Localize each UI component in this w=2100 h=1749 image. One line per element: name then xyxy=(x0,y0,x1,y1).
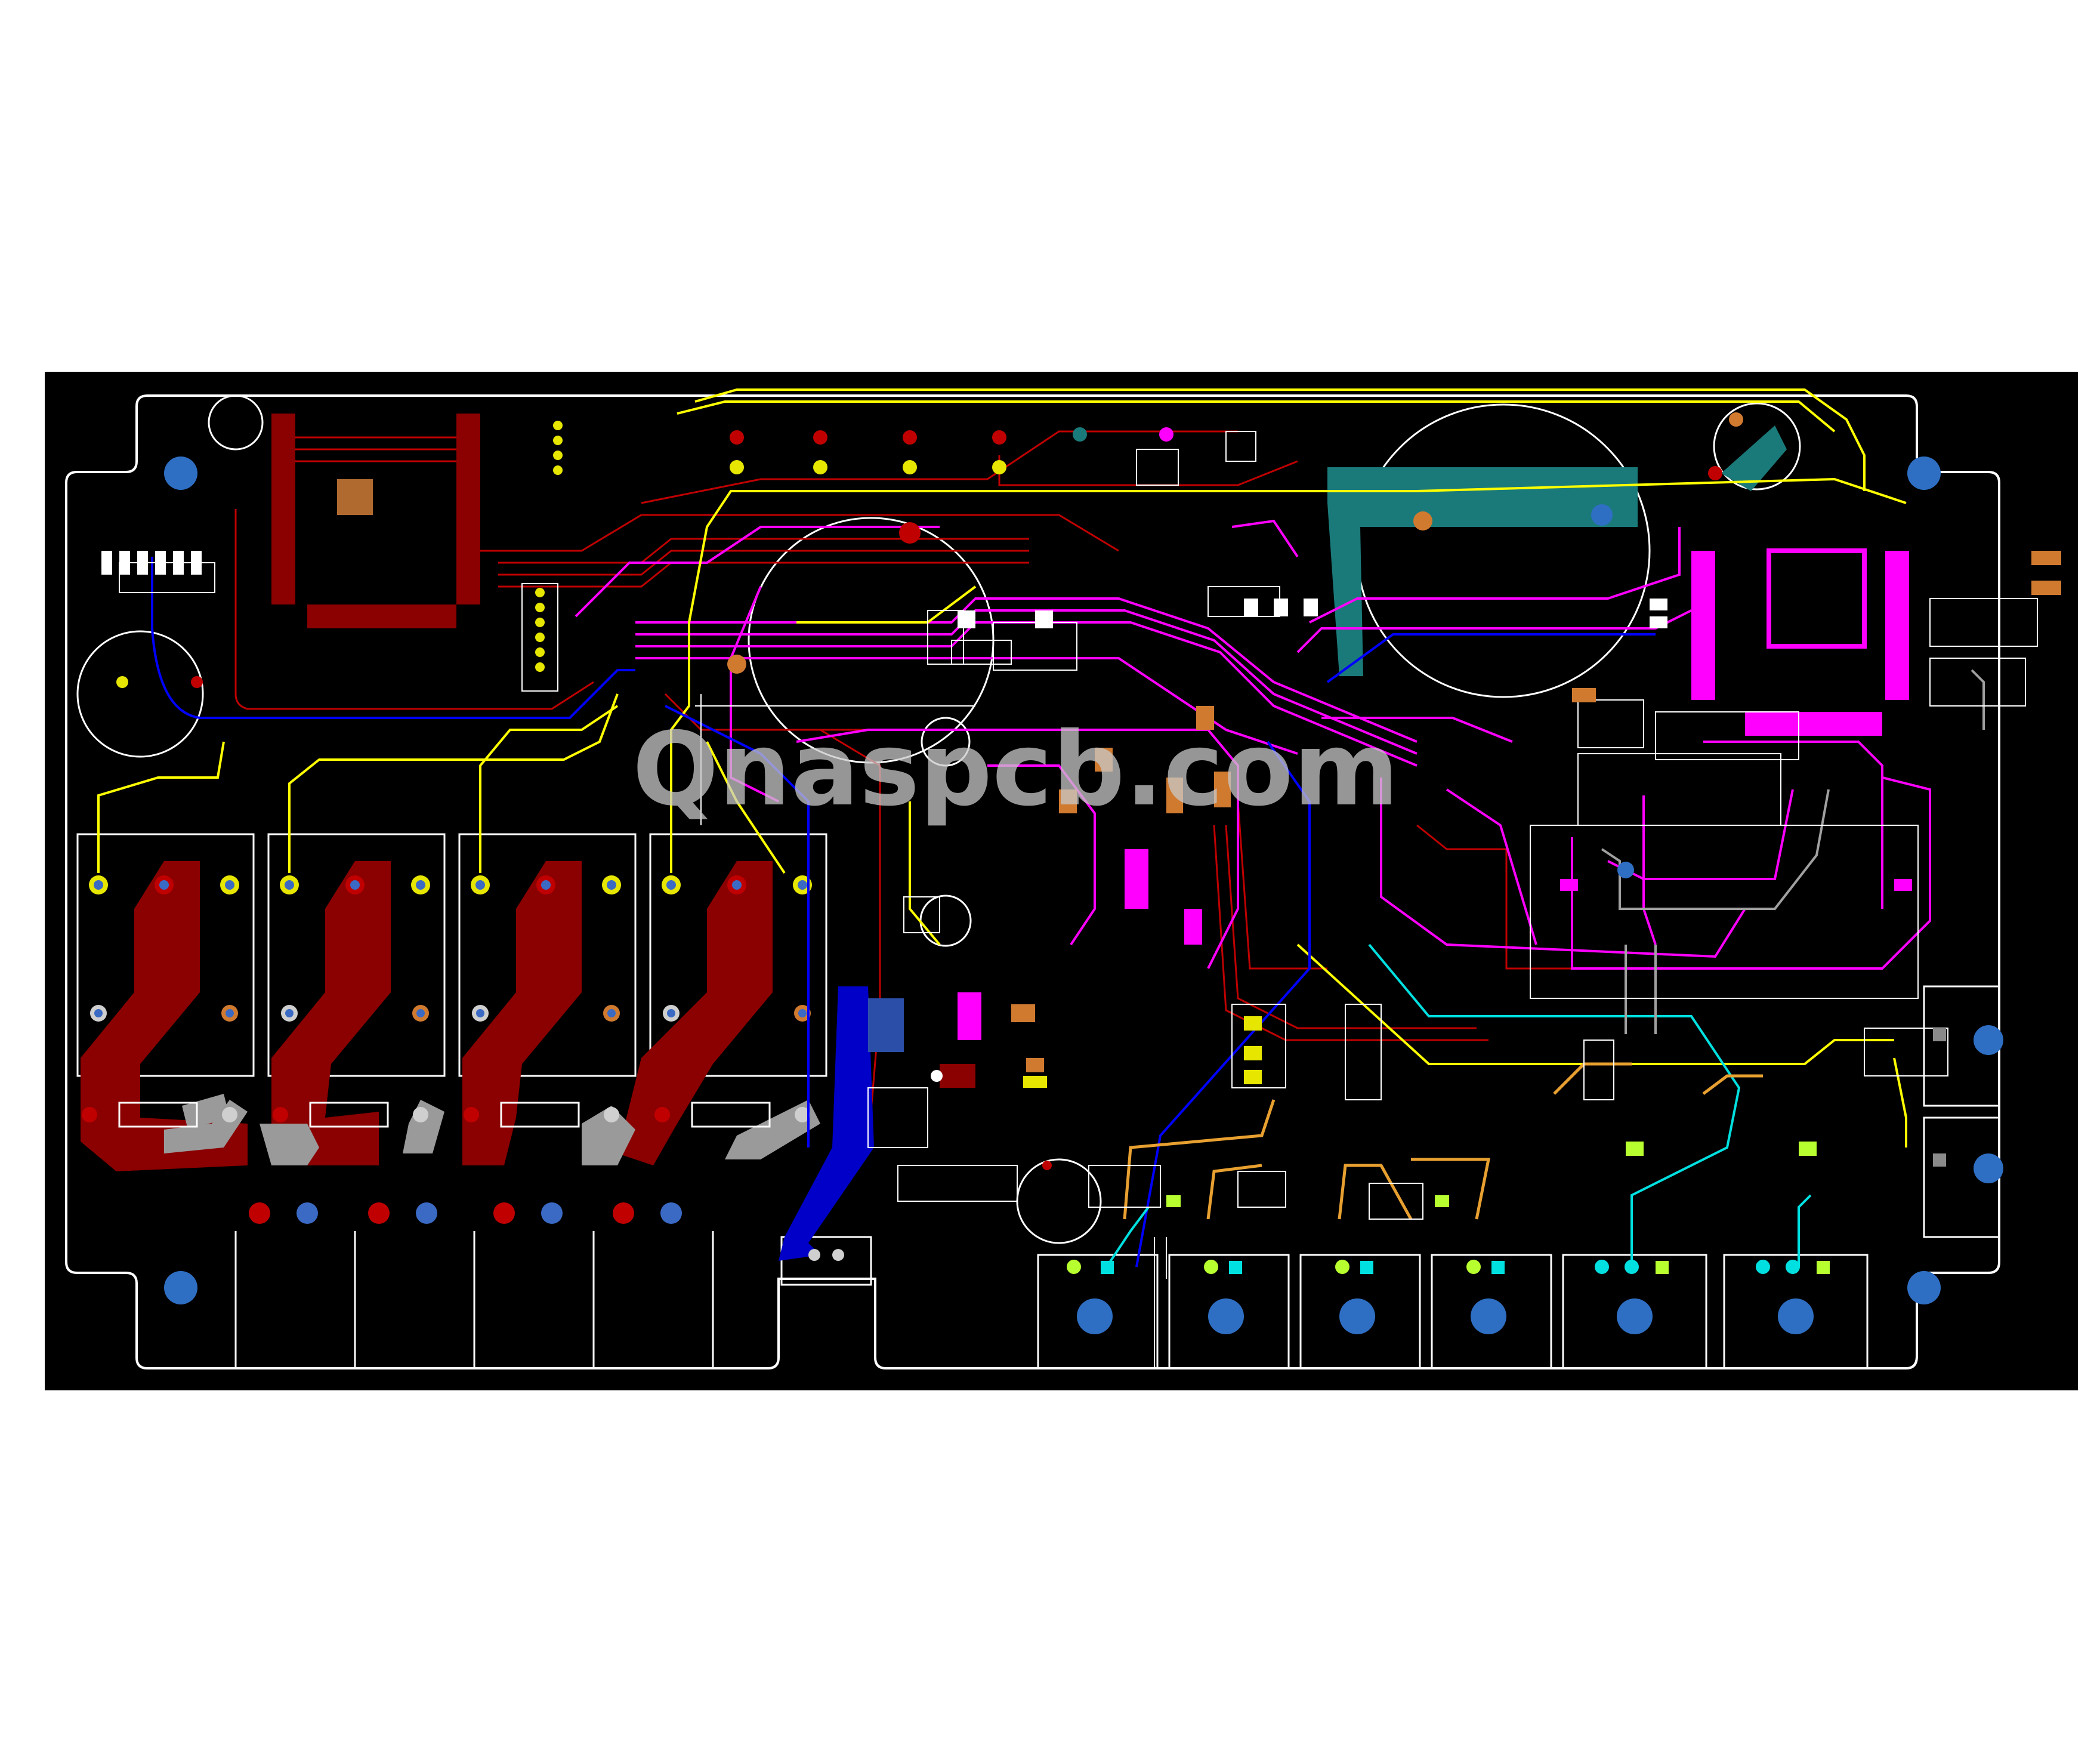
relay-pads xyxy=(89,875,812,1022)
red-traces xyxy=(234,430,1596,1148)
ic-chip-icon xyxy=(337,479,373,515)
resistor-icon xyxy=(691,1102,771,1128)
mounting-hole-icon xyxy=(1208,1298,1244,1334)
smd-pads xyxy=(101,551,2061,1207)
connector-icon xyxy=(1723,1254,1869,1369)
mounting-hole-icon xyxy=(164,1271,197,1304)
connector-icon xyxy=(1168,1254,1290,1369)
mcu-module xyxy=(271,414,480,628)
relay-icon xyxy=(76,833,255,1077)
cyan-traces xyxy=(1105,943,1812,1268)
yellow-traces xyxy=(97,388,1907,1148)
teal-copper-pour xyxy=(1327,467,1638,676)
relay-copper xyxy=(81,861,773,1171)
small-circle-outline xyxy=(921,717,971,767)
large-circle-outline xyxy=(1356,403,1651,698)
connector-icon xyxy=(1299,1254,1421,1369)
gray-traces xyxy=(1601,669,1985,1034)
teal-copper-pour xyxy=(1721,425,1787,491)
connector-icon xyxy=(1037,1254,1159,1369)
header-connector xyxy=(521,421,563,692)
relay-icon xyxy=(267,833,446,1077)
relay-icon xyxy=(458,833,637,1077)
mounting-hole-icon xyxy=(1974,1153,2003,1183)
connector-pads xyxy=(808,1028,1946,1274)
magenta-parts xyxy=(958,548,1909,1040)
mounting-holes xyxy=(164,456,2003,1334)
blue-block xyxy=(868,998,904,1052)
magenta-traces xyxy=(575,519,1931,970)
small-circle-outline xyxy=(208,394,264,451)
small-circle-outline xyxy=(76,630,204,758)
resistor-pads xyxy=(82,1107,810,1224)
pcb-drawing: Qnaspcb.com xyxy=(65,388,2061,1369)
mounting-hole-icon xyxy=(1907,456,1941,490)
ic-chip-icon xyxy=(1767,548,1867,649)
mounting-hole-icon xyxy=(1778,1298,1814,1334)
board-outline xyxy=(65,394,2000,1369)
resistor-icon xyxy=(500,1102,580,1128)
mounting-hole-icon xyxy=(1907,1271,1941,1304)
connector-icon xyxy=(1562,1254,1707,1369)
resistor-icon xyxy=(118,1102,198,1128)
mounting-hole-icon xyxy=(1077,1298,1113,1334)
resistor-icon xyxy=(309,1102,389,1128)
watermark: Qnaspcb.com xyxy=(632,711,1399,829)
connector-icon xyxy=(1431,1254,1552,1369)
mounting-hole-icon xyxy=(1974,1025,2003,1055)
resistor-row xyxy=(118,1102,771,1128)
small-circle-outline xyxy=(1713,402,1801,491)
mounting-hole-icon xyxy=(164,456,197,490)
mounting-hole-icon xyxy=(1471,1298,1506,1334)
connector-icon xyxy=(780,1236,872,1286)
mounting-hole-icon xyxy=(1339,1298,1375,1334)
blue-power-pour xyxy=(779,986,874,1261)
vias xyxy=(116,412,1743,1170)
relay-group xyxy=(76,833,827,1077)
component-outlines xyxy=(119,431,2038,1368)
relay-icon xyxy=(649,833,827,1077)
pcb-layout-view: Qnaspcb.com xyxy=(45,372,2078,1390)
mounting-hole-icon xyxy=(1617,1298,1653,1334)
blue-traces xyxy=(151,557,1656,1267)
small-circle-outline xyxy=(919,894,972,947)
